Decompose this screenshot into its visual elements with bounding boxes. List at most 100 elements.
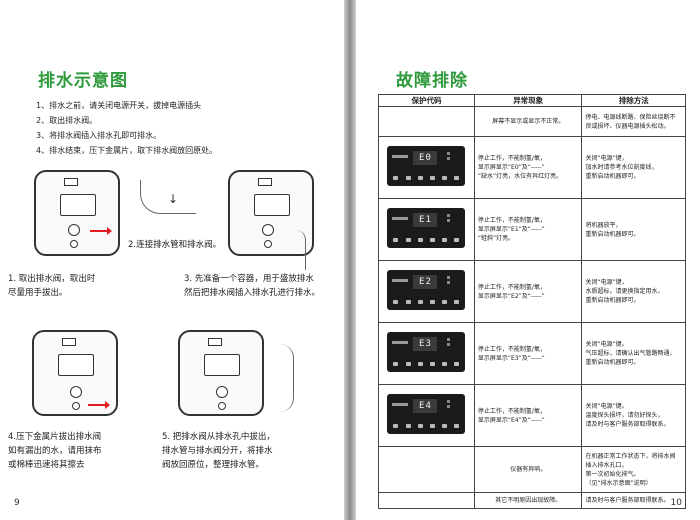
left-page: 排水示意图 1、排水之前，请关闭电源开关，拔掉电源插头 2、取出排水阀。 3、将… — [0, 0, 344, 520]
caption-step-5: 5. 把排水阀从排水孔中拔出， 排水管与排水阀分开，将排水 阀放回原位，整理排水… — [162, 430, 275, 472]
cell-line: 关闭“电源”键， — [585, 279, 628, 286]
cell-line: 重新启动机器即可。 — [585, 359, 640, 366]
right-page: 故障排除 保护代码 异常现象 排除方法 屏幕不显示或显示不正常。 停电、电源线断… — [356, 0, 700, 520]
cell-line: 停电、电源线断路、保险丝烧断不 — [585, 113, 676, 121]
control-panel-icon: E3 — [387, 332, 466, 372]
cell-line: 停止工作，不能制氢/氧， — [477, 345, 546, 353]
table-row: E1 停止工作，不能制氢/氧，显示屏显示“E1”及“-----”“蛙斜”灯亮。 … — [378, 198, 686, 261]
drain-valve-icon — [262, 224, 274, 236]
phenomenon-cell: 停止工作，不能制氢/氧， 显示屏显示“E1”及“-----” “蛙斜”灯亮。 — [473, 198, 583, 261]
power-socket-icon — [58, 354, 94, 376]
code-cell — [378, 446, 475, 493]
control-panel-icon: E2 — [387, 270, 466, 310]
drain-step: 1、排水之前，请关闭电源开关，拔掉电源插头 — [36, 101, 202, 110]
drain-pipe-icon — [274, 344, 294, 412]
cell-line: 重新启动机器即可。 — [585, 297, 640, 304]
cell-line: 在机器正常工作状态下，将排水阀 — [585, 452, 676, 460]
switch-icon — [62, 338, 76, 346]
table-row: E0 停止工作，不能制氢/氧， 显示屏显示“E0”及“-----” “缺水”灯亮，水… — [378, 136, 686, 199]
drain-pipe-icon — [280, 230, 306, 270]
solution-cell: 关闭“电源”键。气压超标，请确认出气管路畅通， 重新启动机器即可。 — [581, 322, 686, 385]
control-panel-icon: E4 — [387, 394, 466, 434]
drain-hole-icon — [70, 240, 78, 248]
caption-connect-pipe: 2.连接排水管和排水阀。 — [128, 240, 222, 250]
code-cell: E0 — [378, 136, 475, 199]
cell-line: 显示屏显示“E3”及“-----” — [477, 354, 545, 362]
down-arrow-icon: ↓ — [168, 192, 179, 206]
error-code-display: E4 — [413, 399, 438, 413]
error-code-display: E2 — [413, 275, 438, 289]
solution-cell: 停电、电源线断路、保险丝烧断不良或损坏、仪器电源插头松动。 — [581, 106, 686, 137]
code-cell — [378, 106, 475, 137]
cell-line: 屏幕不显示或显示不正常。 — [492, 118, 565, 125]
table-row: 仪器有异响。 在机器正常工作状态下，将排水阀插入排水孔口，第一次初始化排气。（见… — [378, 446, 686, 493]
caption-line: 然后把排水阀插入排水孔进行排水。 — [184, 288, 321, 298]
caption-line: 3. 先准备一个容器，用于盛放排水 — [184, 274, 314, 284]
caption-line: 阀放回原位，整理排水管。 — [162, 460, 265, 470]
troubleshooting-title: 故障排除 — [396, 71, 468, 91]
cell-line: （见“排水示意图”说明） — [585, 479, 652, 487]
phenomenon-cell: 停止工作，不能制氢/氧，显示屏显示“E3”及“-----” — [473, 322, 583, 385]
red-arrow-icon — [90, 227, 112, 235]
control-panel-icon: E0 — [387, 146, 466, 186]
header-solution: 排除方法 — [581, 94, 686, 107]
drain-steps-list: 1、排水之前，请关闭电源开关，拔掉电源插头 2、取出排水阀。 3、将排水阀插入排… — [36, 98, 217, 158]
caption-line: 如有漏出的水，请用抹布 — [8, 446, 102, 456]
caption-step-4: 4.压下金属片拔出排水阀 如有漏出的水，请用抹布 或棉棒迅速将其擦去 — [8, 430, 102, 472]
phenomenon-cell: 仪器有异响。 — [473, 446, 583, 493]
cell-line: 水质超标，请更换指定用水， — [585, 288, 664, 295]
control-panel-icon: E1 — [387, 208, 466, 248]
table-row: 其它不明原因出现故障。 请及时与客户服务部取得联系。 — [378, 492, 686, 509]
cell-line: 关闭“电源”键。 — [585, 341, 628, 348]
table-row: E3 停止工作，不能制氢/氧，显示屏显示“E3”及“-----” 关闭“电源”键… — [378, 322, 686, 385]
drain-pipe-icon — [140, 180, 196, 214]
cell-line: 重新启动机器即可。 — [585, 173, 640, 180]
header-phenomenon: 异常现象 — [473, 94, 583, 107]
cell-line: 重新启动机器即可。 — [585, 230, 640, 238]
code-cell: E4 — [378, 384, 475, 447]
drain-step: 3、将排水阀插入排水孔即可排水。 — [36, 131, 162, 140]
drain-hole-icon — [218, 402, 226, 410]
page-number: 10 — [670, 498, 682, 508]
cell-line: 关闭“电源”键。 — [585, 403, 628, 410]
cell-line: “蛙斜”灯亮。 — [477, 235, 515, 242]
cell-line: 第一次初始化排气。 — [585, 470, 640, 478]
drain-hole-icon — [264, 240, 272, 248]
caption-line: 4.压下金属片拔出排水阀 — [8, 432, 102, 442]
solution-cell: 将机器放平，重新启动机器即可。 — [581, 198, 686, 261]
code-cell: E1 — [378, 198, 475, 261]
heater-illustration-3 — [32, 330, 118, 416]
drain-step: 4、排水结束，压下金属片，取下排水阀放回原处。 — [36, 146, 218, 155]
phenomenon-cell: 停止工作，不能制氢/氧， 显示屏显示“E0”及“-----” “缺水”灯亮，水位有异… — [473, 136, 583, 199]
cell-line: “缺水”灯亮，水位有异红灯亮。 — [477, 173, 563, 180]
cell-line: 显示屏显示“E2”及“-----” — [477, 292, 545, 300]
drain-hole-icon — [72, 402, 80, 410]
cell-line: 气压超标，请确认出气管路畅通， — [585, 350, 676, 357]
power-socket-icon — [254, 194, 290, 216]
table-header-row: 保护代码 异常现象 排除方法 — [378, 94, 686, 107]
error-code-display: E3 — [413, 337, 438, 351]
cell-line: 显示屏显示“E0”及“-----” — [477, 164, 545, 171]
error-code-display: E0 — [413, 151, 438, 165]
caption-line: 排水管与排水阀分开，将排水 — [162, 446, 273, 456]
cell-line: 显示屏显示“E1”及“-----” — [477, 226, 545, 233]
cell-line: 插入排水孔口， — [585, 461, 628, 469]
drain-step: 2、取出排水阀。 — [36, 116, 98, 125]
cell-line: 显示屏显示“E4”及“-----” — [477, 416, 545, 424]
cell-line: 停止工作，不能制氢/氧， — [477, 155, 546, 162]
table-row: E4 停止工作，不能制氢/氧，显示屏显示“E4”及“-----” 关闭“电源”键… — [378, 384, 686, 447]
solution-cell: 请及时与客户服务部取得联系。 — [581, 492, 686, 509]
drain-valve-icon — [216, 386, 228, 398]
power-socket-icon — [204, 354, 240, 376]
book-gutter — [344, 0, 356, 520]
cell-line: 其它不明原因出现故障。 — [495, 497, 562, 504]
solution-cell: 关闭“电源”键。温度探头损坏，请勿好探头，请及时与客户服务部取得联系。 — [581, 384, 686, 447]
cell-line: 停止工作，不能制氢/氧， — [477, 283, 546, 291]
caption-step-1: 1. 取出排水阀，取出时 尽量用手拔出。 — [8, 272, 95, 300]
code-cell: E3 — [378, 322, 475, 385]
power-socket-icon — [60, 194, 96, 216]
error-code-display: E1 — [413, 213, 438, 227]
table-row: E2 停止工作，不能制氢/氧，显示屏显示“E2”及“-----” 关闭“电源”键… — [378, 260, 686, 323]
cell-line: 停止工作，不能制氢/氧， — [477, 217, 546, 224]
header-code: 保护代码 — [378, 94, 475, 107]
